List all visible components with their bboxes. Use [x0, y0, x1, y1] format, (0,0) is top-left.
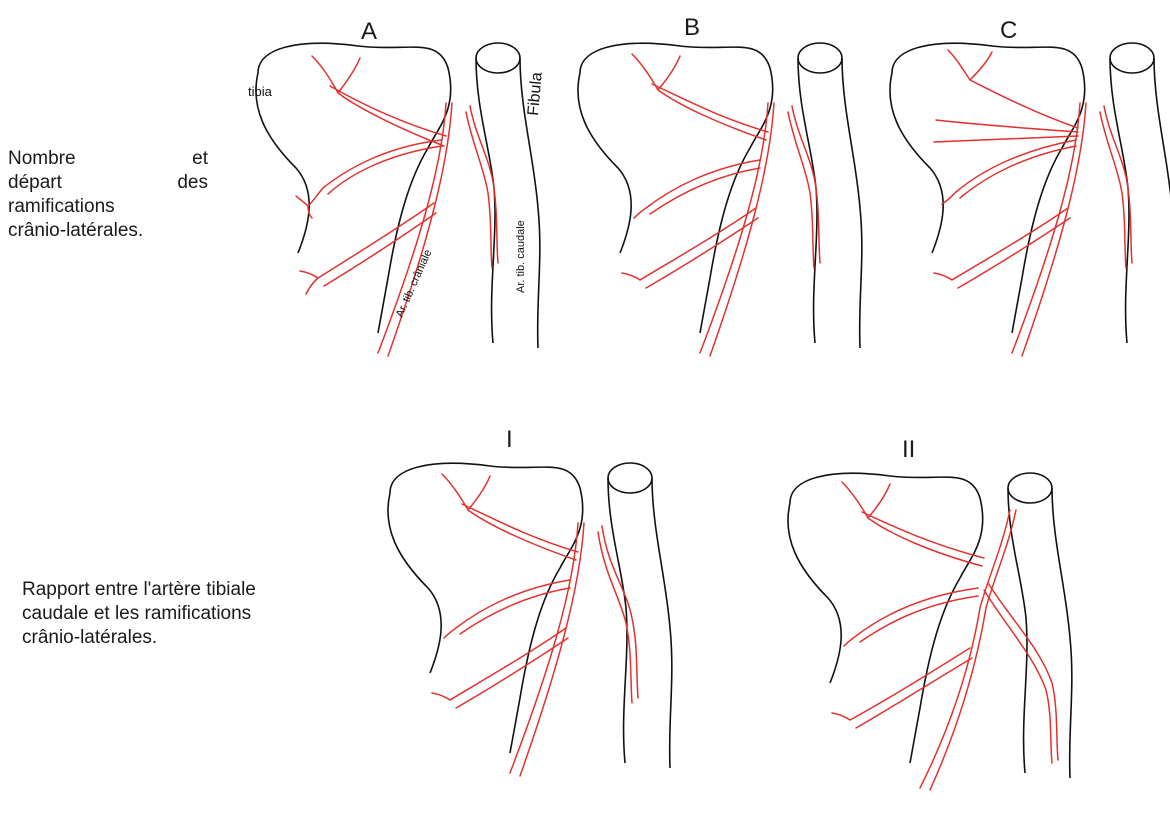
cranial-tibial-artery [296, 56, 452, 356]
tibia-outline [256, 43, 451, 333]
tibia-outline [788, 473, 983, 763]
caption-line: Rapport entre l'artère tibiale [22, 578, 342, 602]
caudal-tibial-artery [788, 106, 820, 268]
panel-c [872, 28, 1170, 368]
caption-line: caudale et les ramifications [22, 602, 342, 626]
caption-relation: Rapport entre l'artère tibiale caudale e… [22, 578, 342, 650]
caption-word: Nombre [8, 147, 76, 171]
cranial-tibial-artery [432, 474, 584, 776]
caption-line: crânio-latérales. [8, 219, 208, 243]
diagram-labels: tibia Fibula Ar. tib. crâniale Ar. tib. … [248, 71, 546, 319]
tibia-outline [890, 43, 1085, 333]
panel-i [370, 448, 690, 793]
caption-word: des [177, 171, 208, 195]
label-cranial-artery: Ar. tib. crâniale [394, 248, 435, 319]
panel-a: tibia Fibula Ar. tib. crâniale Ar. tib. … [238, 28, 558, 368]
label-tibia: tibia [248, 84, 273, 99]
fibula [1110, 43, 1170, 348]
cranial-tibial-artery [934, 50, 1086, 356]
caption-word: et [192, 147, 208, 171]
cranial-tibial-artery [832, 482, 1016, 790]
label-fibula: Fibula [525, 71, 546, 116]
fibula [608, 463, 672, 768]
caudal-tibial-artery [466, 106, 498, 268]
caudal-tibial-artery [1100, 106, 1132, 268]
label-caudal-artery: Ar. tib. caudale [515, 220, 527, 293]
cranial-tibial-artery [622, 54, 774, 356]
panel-b [560, 28, 880, 368]
caudal-tibial-artery [598, 526, 638, 703]
fibula [798, 43, 862, 348]
caption-line: ramifications [8, 195, 208, 219]
caudal-tibial-artery [984, 583, 1058, 763]
panel-ii [770, 458, 1090, 798]
caption-line: crânio-latérales. [22, 626, 342, 650]
caption-number-and-origin: Nombre et départ des ramifications crâni… [8, 147, 208, 243]
caption-word: départ [8, 171, 62, 195]
